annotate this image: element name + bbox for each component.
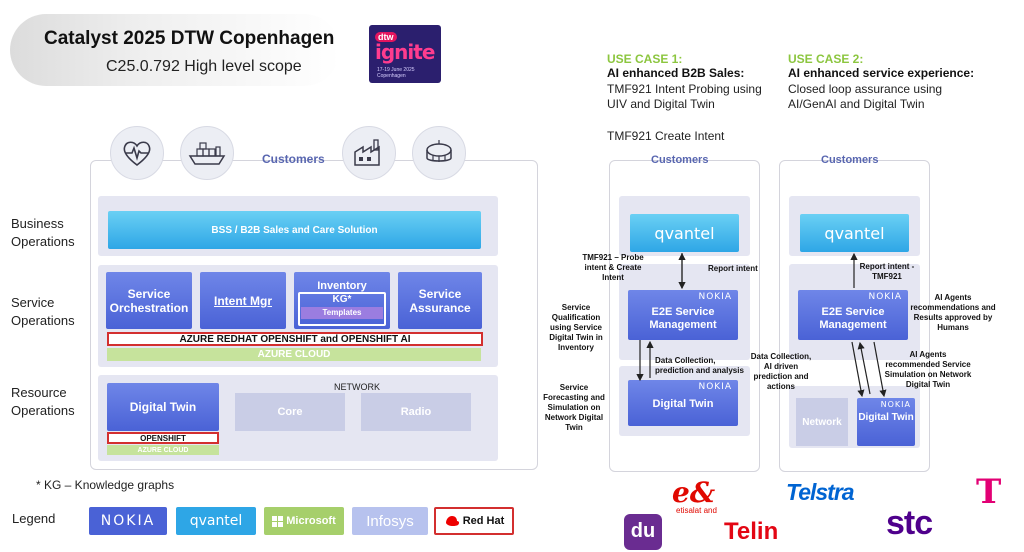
uc1-digital-twin-box: NOKIA Digital Twin — [628, 380, 738, 426]
radio-box: Radio — [361, 393, 471, 431]
cargo-ship-icon — [180, 126, 234, 180]
legend-redhat: Red Hat — [434, 507, 514, 535]
azure-small-bar: AZURE CLOUD — [107, 445, 219, 455]
ignite-dates: 17-19 June 2025 Copenhagen — [377, 67, 415, 79]
uc1-collection-note: Data Collection, prediction and analysis — [655, 356, 744, 375]
openshift-bar: AZURE REDHAT OPENSHIFT and OPENSHIFT AI — [107, 332, 483, 346]
page-subtitle: C25.0.792 High level scope — [106, 58, 302, 75]
dtw-ignite-logo: dtw ignite 17-19 June 2025 Copenhagen — [369, 25, 441, 83]
uc1-forecasting-note: Service Forecasting and Simulation on Ne… — [543, 383, 605, 432]
uc1-dt-label: Digital Twin — [652, 398, 714, 410]
uc2-network-box: Network — [796, 398, 848, 446]
kg-label: KG* — [332, 294, 352, 305]
inventory-label: Inventory — [317, 280, 367, 292]
uc2-e2e-nokia: NOKIA — [868, 292, 902, 302]
uc1-qvantel-box: qvantel — [630, 214, 739, 252]
ignite-word: ignite — [375, 40, 435, 64]
openshift-small-bar: OPENSHIFT — [107, 432, 219, 444]
core-box: Core — [235, 393, 345, 431]
uc2-collection-note: Data Collection, AI driven prediction an… — [750, 352, 812, 391]
inventory-box — [294, 272, 390, 329]
uc1-e2e-label: E2E Service Management — [649, 306, 717, 331]
legend-microsoft-label: Microsoft — [286, 515, 336, 527]
azure-cloud-bar: AZURE CLOUD — [107, 348, 481, 361]
resource-operations-label: Resource Operations — [11, 385, 75, 418]
title-background — [10, 14, 340, 86]
redhat-icon — [445, 516, 459, 527]
uc2-e2e-box: NOKIA E2E Service Management — [798, 290, 908, 340]
uc2-agents-sim-note: AI Agents recommended Service Simulation… — [884, 350, 972, 389]
templates-chip: Templates — [301, 307, 383, 319]
service-assurance-box: Service Assurance — [398, 272, 482, 329]
heart-monitor-icon — [110, 126, 164, 180]
uc2-e2e-label: E2E Service Management — [819, 306, 887, 331]
uc2-dt-nokia: NOKIA — [880, 400, 911, 409]
kg-frame — [298, 292, 386, 326]
business-operations-label: Business Operations — [11, 216, 75, 249]
uc1-e2e-nokia: NOKIA — [698, 292, 732, 302]
uc1-customers-label: Customers — [651, 154, 709, 166]
intent-mgr-box: Intent Mgr — [200, 272, 286, 329]
factory-icon — [342, 126, 396, 180]
use-case-2-title: AI enhanced service experience: — [788, 66, 975, 80]
digital-twin-box: Digital Twin — [107, 383, 219, 431]
legend-label: Legend — [12, 511, 56, 526]
uc1-arrows — [636, 252, 686, 382]
kg-footnote: * KG – Knowledge graphs — [36, 478, 175, 492]
uc2-customers-label: Customers — [821, 154, 879, 166]
uc1-e2e-box: NOKIA E2E Service Management — [628, 290, 738, 340]
customers-label: Customers — [262, 152, 325, 166]
telekom-logo: T — [976, 472, 1002, 512]
uc2-agents-recommend-note: AI Agents recommendations and Results ap… — [910, 293, 996, 332]
legend-redhat-label: Red Hat — [462, 515, 505, 527]
uc1-report-note: Report intent — [708, 264, 758, 273]
telin-logo: Telin — [724, 518, 779, 545]
uc2-report-note: Report intent - TMF921 — [859, 262, 915, 281]
stc-logo: stc — [886, 504, 933, 542]
use-case-1-desc: TMF921 Intent Probing using UIV and Digi… — [607, 82, 762, 111]
uc1-dt-nokia: NOKIA — [698, 382, 732, 392]
use-case-1-head: USE CASE 1: — [607, 52, 683, 66]
dtw-tag: dtw — [375, 32, 397, 42]
legend-microsoft: Microsoft — [264, 507, 344, 535]
uc2-arrows — [850, 252, 887, 398]
use-case-2-desc-1: Closed loop assurance using — [788, 82, 943, 96]
telstra-logo: Telstra — [786, 479, 855, 505]
uc2-dt-label: Digital Twin — [858, 412, 914, 423]
bss-bar: BSS / B2B Sales and Care Solution — [108, 211, 481, 249]
legend-nokia: NOKIA — [89, 507, 167, 535]
legend-qvantel: qvantel — [176, 507, 256, 535]
etisalat-and-label: etisalat and — [676, 506, 717, 515]
network-label: NETWORK — [334, 382, 380, 392]
du-logo: du — [624, 514, 662, 550]
uc1-qualification-note: Service Qualification using Service Digi… — [549, 303, 603, 352]
legend-infosys: Infosys — [352, 507, 428, 535]
page-title: Catalyst 2025 DTW Copenhagen — [44, 28, 335, 49]
service-operations-label: Service Operations — [11, 295, 75, 328]
use-case-2-head: USE CASE 2: — [788, 52, 864, 66]
use-case-1-title: AI enhanced B2B Sales: — [607, 66, 745, 80]
stadium-icon — [412, 126, 466, 180]
uc2-qvantel-box: qvantel — [800, 214, 909, 252]
eand-logo: e& — [672, 476, 716, 509]
uc1-probe-note: TMF921 – Probe intent & Create Intent — [582, 253, 644, 282]
use-case-2-desc-2: AI/GenAI and Digital Twin — [788, 97, 925, 111]
service-orchestration-box: Service Orchestration — [106, 272, 192, 329]
use-case-1-extra: TMF921 Create Intent — [607, 129, 725, 143]
uc2-digital-twin-box: NOKIA Digital Twin — [857, 398, 915, 446]
microsoft-icon — [272, 515, 284, 527]
